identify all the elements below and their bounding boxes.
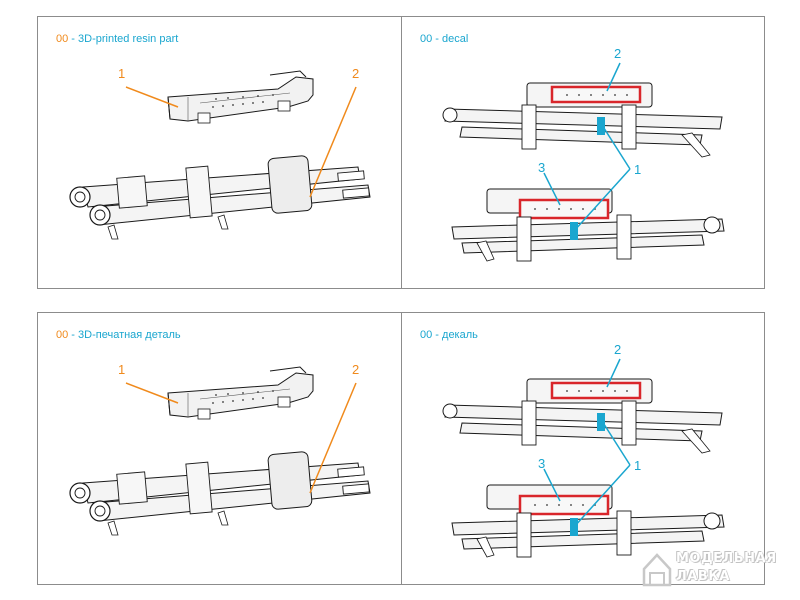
callout-1: 1 [118,362,126,377]
part-code: 00 [420,33,433,45]
part-code: 00 [56,33,69,45]
callout-1: 1 [634,162,642,177]
watermark-line-1: МОДЕЛЬНАЯ [676,551,777,566]
watermark-line-2: ЛАВКА [676,569,730,584]
panel-title-text: - decal [432,33,469,45]
leader-line-2 [606,358,621,388]
panel-resin-part-ru: 00 - 3D-печатная деталь 1 2 [37,312,402,585]
leader-line-1a [601,124,631,170]
decal-illustration [441,62,726,263]
part-code: 00 [420,329,433,341]
callout-2: 2 [352,66,360,81]
panel-title: 00 - декаль [420,329,478,341]
house-icon [642,553,672,587]
callout-1: 1 [634,458,642,473]
leader-line-1b [573,464,631,528]
watermark-logo: МОДЕЛЬНАЯ ЛАВКА [640,547,790,591]
callout-3: 3 [538,160,546,175]
leader-line-2 [606,62,621,92]
panel-title-text: - декаль [432,329,478,341]
callout-2: 2 [614,46,622,61]
leader-line-3 [543,468,561,502]
panel-title-text: - 3D-печатная деталь [68,329,181,341]
leader-line-2 [309,86,357,198]
leader-line-1 [125,382,179,404]
callout-1: 1 [118,66,126,81]
decal-illustration [441,358,726,559]
panel-title: 00 - 3D-печатная деталь [56,329,181,341]
panel-decal-ru: 00 - декаль 2 1 3 [401,312,765,585]
callout-3: 3 [538,456,546,471]
leader-line-2 [309,382,357,494]
panel-resin-part-en: 00 - 3D-printed resin part 1 2 [37,16,402,289]
panel-title-text: - 3D-printed resin part [68,33,179,45]
callout-2: 2 [614,342,622,357]
resin-part-illustration [69,70,371,240]
callout-2: 2 [352,362,360,377]
resin-part-illustration [69,366,371,536]
panel-title: 00 - 3D-printed resin part [56,33,178,45]
leader-line-3 [543,172,561,206]
leader-line-1a [601,420,631,466]
part-code: 00 [56,329,69,341]
panel-decal-en: 00 - decal 2 1 3 [401,16,765,289]
leader-line-1b [573,168,631,232]
panel-title: 00 - decal [420,33,468,45]
leader-line-1 [125,86,179,108]
